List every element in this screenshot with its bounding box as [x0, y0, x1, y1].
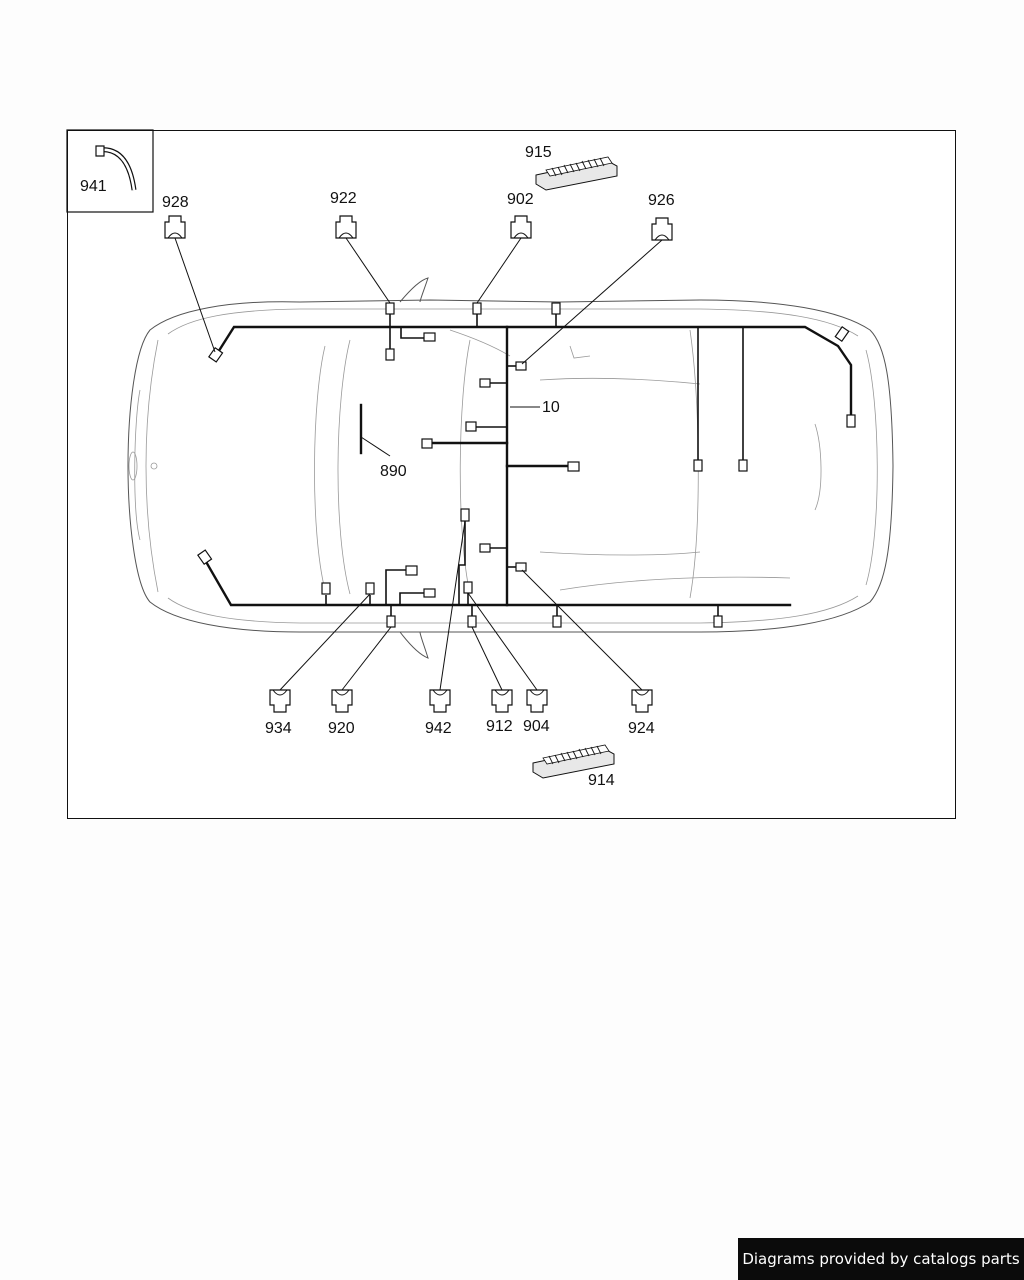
part-902: 902 — [507, 191, 534, 239]
label-941: 941 — [80, 178, 107, 195]
label-890: 890 — [380, 463, 407, 480]
part-920: 920 — [328, 689, 355, 737]
label-902: 902 — [507, 191, 534, 208]
part-922: 922 — [330, 190, 357, 239]
wiring-harness — [203, 305, 853, 616]
footer-credit: Diagrams provided by catalogs parts — [738, 1238, 1024, 1280]
label-915: 915 — [525, 144, 552, 161]
part-928: 928 — [162, 194, 189, 239]
part-912: 912 — [486, 689, 513, 735]
label-912: 912 — [486, 718, 513, 735]
label-10: 10 — [542, 399, 560, 416]
label-924: 924 — [628, 720, 655, 737]
leader-lines — [174, 237, 663, 691]
label-926: 926 — [648, 192, 675, 209]
part-904: 904 — [523, 689, 550, 735]
label-920: 920 — [328, 720, 355, 737]
label-904: 904 — [523, 718, 550, 735]
car-outline — [127, 277, 894, 659]
part-914: 914 — [532, 744, 615, 789]
part-924: 924 — [628, 689, 655, 737]
label-928: 928 — [162, 194, 189, 211]
part-926: 926 — [648, 192, 675, 241]
part-942: 942 — [425, 689, 452, 737]
label-922: 922 — [330, 190, 357, 207]
label-934: 934 — [265, 720, 292, 737]
label-914: 914 — [588, 772, 615, 789]
part-915: 915 — [525, 144, 618, 191]
inset-box: 941 — [66, 129, 154, 213]
cable-bracket-icon — [95, 145, 137, 191]
part-934: 934 — [265, 689, 292, 737]
label-942: 942 — [425, 720, 452, 737]
